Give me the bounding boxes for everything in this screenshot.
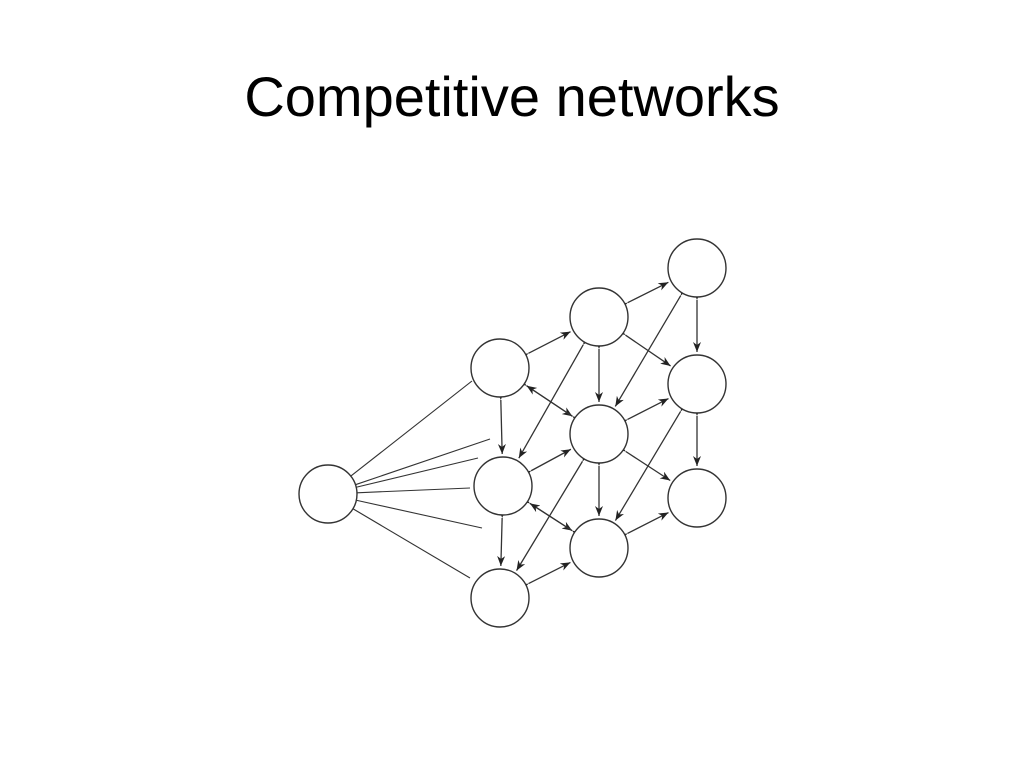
network-node-r2 [667, 354, 727, 414]
network-node-h2 [473, 456, 533, 516]
lateral-connection-arrow [497, 507, 507, 567]
input-node [298, 464, 358, 524]
input-connections [350, 380, 491, 579]
input-connection-line [356, 487, 471, 494]
lateral-connection-arrow [529, 502, 583, 540]
slide-title: Competitive networks [244, 65, 780, 128]
input-connection-line [352, 508, 471, 579]
lateral-connection-arrow [616, 397, 669, 428]
network-node-m3 [569, 518, 629, 578]
input-connection-line [356, 457, 479, 488]
lateral-connection-arrow [526, 385, 583, 426]
network-node-m2 [569, 404, 629, 464]
network-node-m1 [569, 287, 629, 347]
lateral-connection-arrow [517, 331, 571, 362]
network-node-h1 [470, 338, 530, 398]
lateral-connection-arrow [496, 389, 506, 455]
input-connection-line [356, 499, 483, 529]
lateral-connection-arrow [517, 561, 571, 592]
lateral-connection-arrow [616, 281, 669, 311]
lateral-connection-arrow [520, 448, 572, 480]
network-node-r3 [667, 468, 727, 528]
network-node-r1 [667, 238, 727, 298]
input-connection-line [350, 380, 473, 477]
input-connection-line [355, 438, 491, 486]
lateral-connection-arrow [614, 284, 690, 407]
lateral-connections [496, 281, 701, 592]
network-nodes [298, 238, 727, 628]
lateral-connection-arrow [614, 400, 690, 521]
lateral-connection-arrow [616, 511, 669, 542]
network-node-h3 [470, 568, 530, 628]
